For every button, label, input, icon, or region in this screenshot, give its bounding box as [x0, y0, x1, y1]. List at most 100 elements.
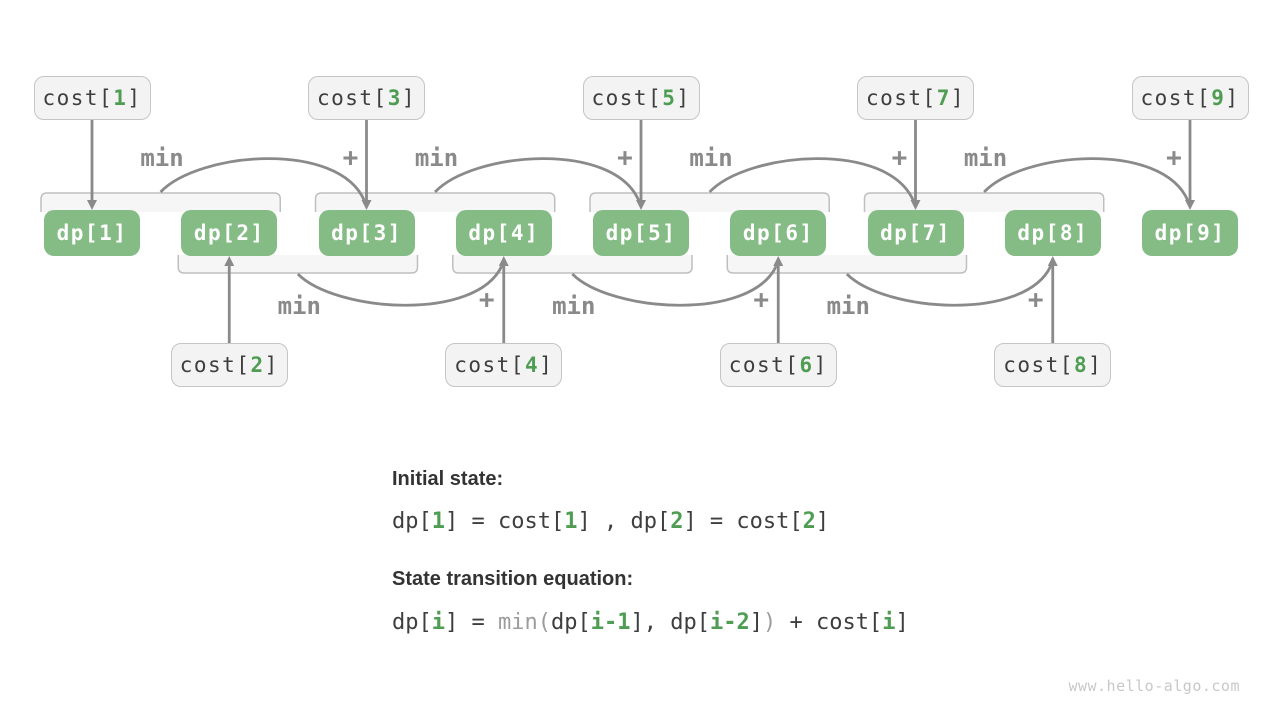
box-text-pre: dp[	[605, 221, 649, 245]
box-text-pre: dp[	[1154, 221, 1198, 245]
bottom-bracket-dp4-dp5	[452, 255, 693, 274]
watermark-hello-algo: www.hello-algo.com	[1068, 677, 1240, 695]
box-text-num: 1	[113, 86, 128, 110]
min-label-bottom-2: min	[552, 292, 596, 320]
initial-state-heading: Initial state:	[392, 468, 504, 490]
plus-label-top-2: +	[617, 143, 633, 173]
dp-box-8: dp[8]	[1004, 210, 1101, 256]
min-curve-top-to-dp3	[159, 157, 366, 202]
min-label-top-1: min	[140, 144, 184, 172]
box-text-pre: cost[	[1003, 353, 1074, 377]
formula-segment: 1	[564, 509, 578, 534]
top-bracket-dp7-dp8	[863, 192, 1105, 212]
box-text-pre: cost[	[316, 86, 388, 110]
box-text-post: ]	[1088, 353, 1103, 377]
box-text-post: ]	[264, 353, 279, 377]
plus-label-top-4: +	[1166, 143, 1182, 173]
dp-box-5: dp[5]	[593, 210, 689, 256]
formula-segment: ]	[815, 509, 830, 534]
box-text-post: ]	[539, 353, 554, 377]
bottom-bracket-dp2-dp3	[177, 255, 419, 274]
initial-state-formula: dp[1] = cost[1] , dp[2] = cost[2]	[392, 509, 829, 534]
box-text-pre: cost[	[42, 86, 114, 110]
cost-box-3: cost[3]	[308, 76, 425, 120]
box-text-post: ]	[676, 86, 691, 110]
box-text-post: ]	[1073, 221, 1089, 245]
box-text-pre: dp[	[468, 221, 511, 245]
bottom-bracket-dp6-dp7	[726, 255, 968, 274]
formula-segment: ]	[895, 610, 909, 635]
box-text-post: ]	[401, 86, 417, 110]
transition-equation-formula: dp[i] = min(dp[i-1], dp[i-2]) + cost[i]	[392, 610, 909, 635]
box-text-num: 3	[387, 86, 402, 110]
formula-segment: ] = cost[	[445, 509, 565, 534]
box-text-post: ]	[1211, 221, 1226, 245]
box-text-num: 5	[648, 221, 663, 245]
formula-segment: )	[762, 610, 777, 635]
top-bracket-dp1-dp2	[40, 192, 281, 212]
dp-box-9: dp[9]	[1142, 210, 1238, 256]
plus-label-bottom-1: +	[478, 285, 495, 315]
formula-segment: dp[	[392, 610, 432, 635]
box-text-pre: dp[	[1017, 221, 1060, 245]
formula-segment: 1	[431, 509, 445, 534]
formula-segment: (	[537, 610, 551, 635]
formula-segment: ] , dp[	[577, 509, 671, 534]
box-text-num: 6	[799, 353, 814, 377]
min-label-bottom-3: min	[826, 292, 870, 320]
dp-box-4: dp[4]	[455, 210, 552, 256]
box-text-num: 4	[510, 221, 525, 245]
box-text-post: ]	[813, 353, 828, 377]
top-bracket-dp5-dp6	[589, 192, 830, 212]
box-text-pre: cost[	[728, 353, 800, 377]
box-text-post: ]	[387, 221, 402, 245]
plus-label-top-3: +	[891, 143, 908, 173]
formula-segment: dp[	[550, 610, 591, 635]
box-text-num: 8	[1073, 353, 1089, 377]
box-text-num: 7	[936, 86, 951, 110]
formula-segment: ] = cost[	[683, 509, 803, 534]
box-text-pre: cost[	[591, 86, 663, 110]
formula-segment: ]	[749, 610, 763, 635]
box-text-pre: cost[	[865, 86, 937, 110]
plus-label-bottom-2: +	[753, 285, 770, 315]
box-text-num: 7	[922, 221, 937, 245]
box-text-num: 6	[785, 221, 800, 245]
dp-box-3: dp[3]	[318, 210, 415, 256]
box-text-post: ]	[662, 221, 677, 245]
box-text-post: ]	[950, 86, 966, 110]
formula-segment: + cost[	[776, 610, 883, 635]
dp-box-2: dp[2]	[181, 210, 278, 256]
cost-box-5: cost[5]	[582, 76, 700, 120]
formula-segment: dp[	[392, 509, 432, 534]
box-text-pre: cost[	[1140, 86, 1212, 110]
box-text-num: 9	[1211, 86, 1226, 110]
top-bracket-dp3-dp4	[314, 192, 556, 212]
cost-box-6: cost[6]	[719, 343, 837, 387]
min-label-top-2: min	[414, 144, 459, 172]
formula-segment: min	[497, 610, 538, 635]
min-curve-top-to-dp7	[708, 157, 915, 202]
formula-segment: ], dp[	[630, 610, 710, 635]
min-label-bottom-1: min	[277, 292, 321, 320]
formula-segment: 2	[670, 509, 684, 534]
box-text-post: ]	[250, 221, 265, 245]
formula-segment: i	[882, 610, 896, 635]
box-text-pre: dp[	[193, 221, 237, 245]
box-text-post: ]	[113, 221, 128, 245]
min-curve-bottom-to-dp8	[845, 265, 1053, 307]
transition-equation-heading: State transition equation:	[392, 568, 634, 590]
plus-label-top-1: +	[342, 143, 359, 173]
formula-segment: i-1	[590, 610, 631, 635]
box-text-post: ]	[524, 221, 540, 245]
box-text-pre: dp[	[331, 221, 374, 245]
box-text-pre: cost[	[179, 353, 251, 377]
dp-box-1: dp[1]	[44, 210, 140, 256]
formula-segment: 2	[802, 509, 816, 534]
dp-box-7: dp[7]	[867, 210, 964, 256]
cost-box-4: cost[4]	[445, 343, 563, 387]
box-text-pre: cost[	[454, 353, 525, 377]
formula-segment: i	[431, 610, 445, 635]
